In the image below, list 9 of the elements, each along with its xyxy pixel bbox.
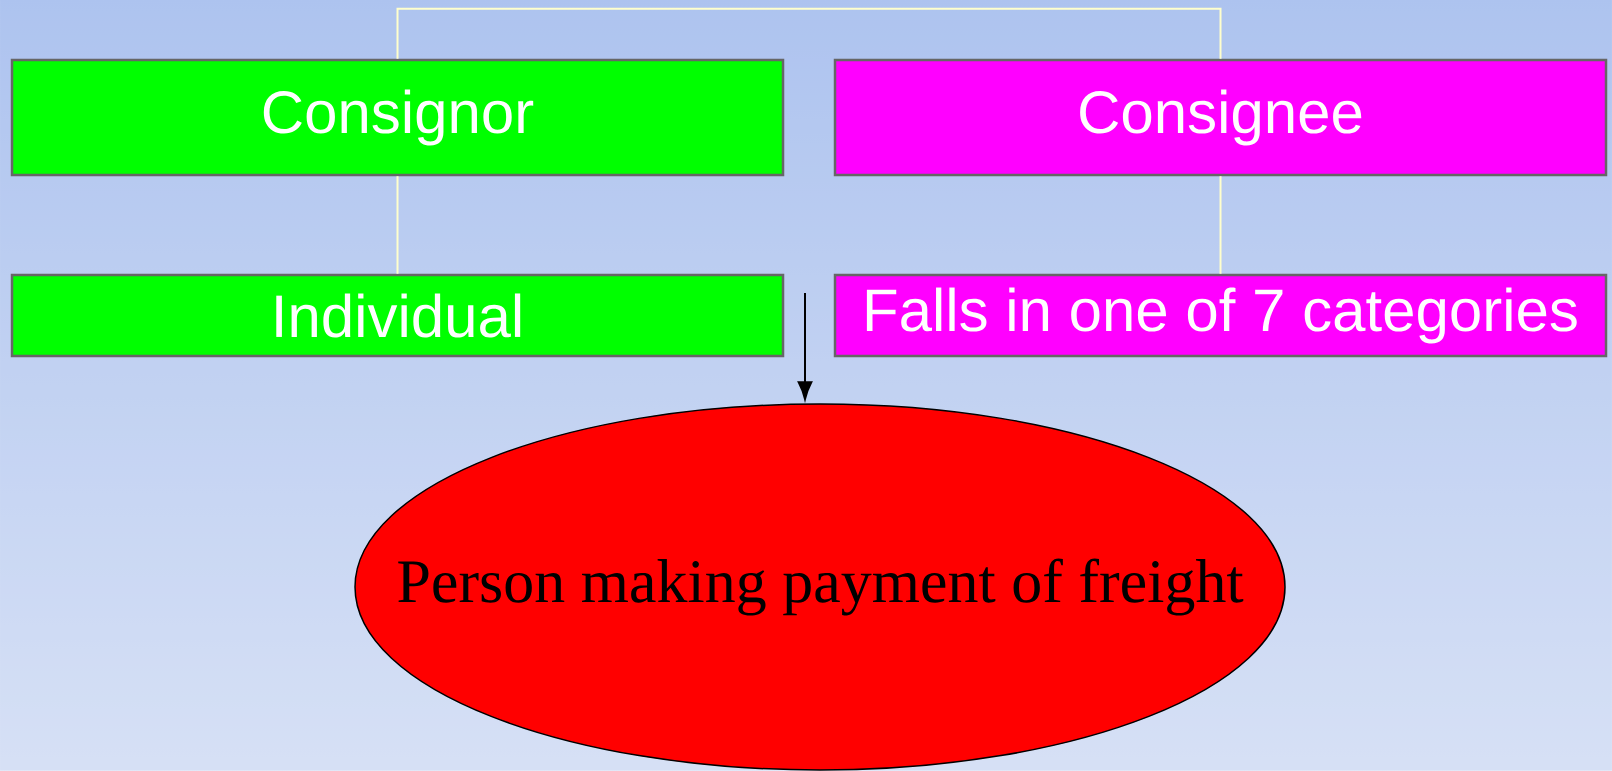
label-box: Consignee — [833, 58, 1608, 177]
connector-line — [396, 175, 399, 275]
label-box: Falls in one of 7 categories — [833, 273, 1608, 358]
arrow — [797, 292, 813, 400]
label-box: Consignor — [10, 58, 785, 177]
ellipse-node: Person making payment of freight — [354, 403, 1286, 771]
connector-line — [396, 7, 1222, 60]
label-box: Individual — [10, 273, 785, 358]
connector-line — [1219, 175, 1222, 275]
